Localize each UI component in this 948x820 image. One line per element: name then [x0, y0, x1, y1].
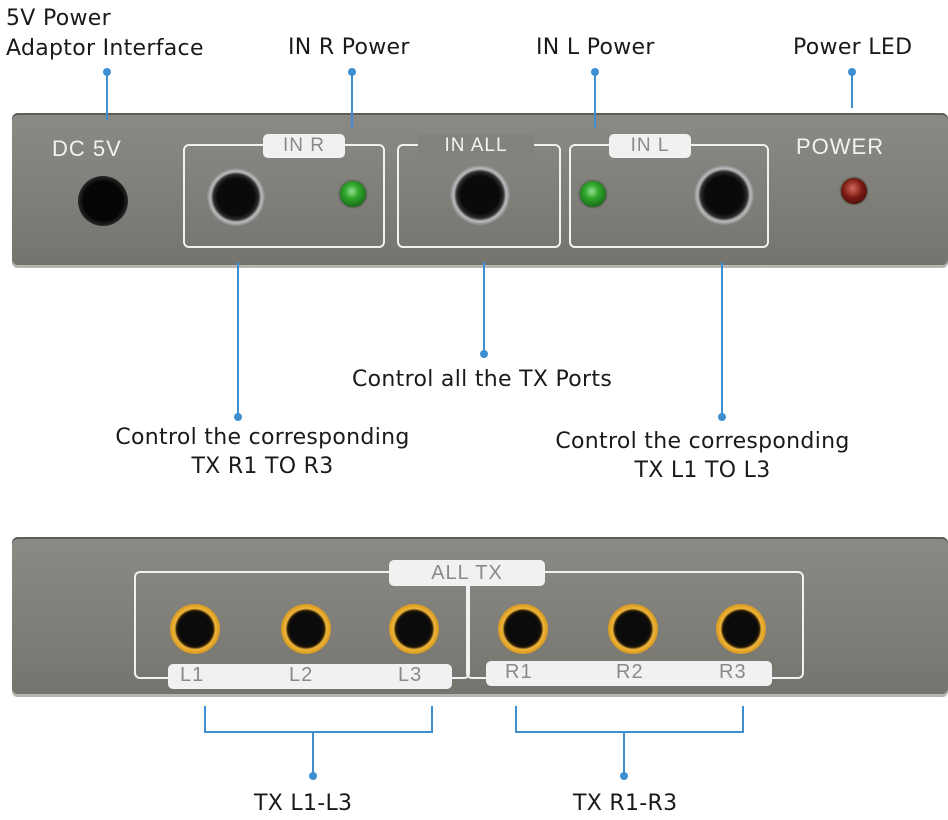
in-r-power-led: [340, 181, 366, 207]
port-r2-label: R2: [616, 661, 644, 683]
port-l2-jack[interactable]: [281, 604, 331, 654]
port-l1-jack[interactable]: [170, 604, 220, 654]
bracket-tx-l: [204, 706, 433, 733]
callout-control-l: Control the corresponding TX L1 TO L3: [555, 429, 850, 483]
in-l-jack[interactable]: [694, 165, 754, 225]
power-label: POWER: [796, 134, 885, 159]
callout-control-r: Control the corresponding TX R1 TO R3: [115, 425, 410, 479]
callout-power-led: Power LED: [793, 35, 913, 60]
callout-control-all: Control all the TX Ports: [352, 367, 613, 392]
port-l2-label: L2: [289, 664, 314, 686]
power-led: [841, 178, 867, 204]
bracket-tx-r: [515, 706, 744, 733]
callout-in-r-power: IN R Power: [288, 35, 410, 60]
callout-tx-l: TX L1-L3: [254, 791, 353, 816]
port-r3-jack[interactable]: [716, 604, 766, 654]
dot-control-all: [480, 350, 488, 358]
in-l-power-led: [580, 181, 606, 207]
callout-in-l-power: IN L Power: [536, 35, 655, 60]
port-r2-jack[interactable]: [608, 604, 658, 654]
port-l1-label: L1: [180, 664, 205, 686]
port-l3-label: L3: [398, 664, 423, 686]
port-r1-jack[interactable]: [498, 604, 548, 654]
in-all-tag: IN ALL: [418, 134, 534, 158]
dc-power-jack[interactable]: [78, 176, 128, 226]
dot-dc-power: [103, 68, 111, 76]
in-r-jack[interactable]: [207, 168, 265, 226]
callout-tx-r: TX R1-R3: [573, 791, 678, 816]
dot-tx-l: [309, 772, 317, 780]
port-l3-jack[interactable]: [389, 604, 439, 654]
port-r1-label: R1: [505, 661, 533, 683]
dot-power-led: [848, 68, 856, 76]
dc-5v-label: DC 5V: [52, 136, 122, 161]
in-r-tag: IN R: [263, 134, 345, 158]
dot-control-l: [718, 413, 726, 421]
dot-in-l-power: [591, 68, 599, 76]
all-tx-tag: ALL TX: [389, 560, 545, 586]
dot-control-r: [234, 413, 242, 421]
right-ports-tag-bar: [486, 661, 772, 686]
callout-dc-power: 5V Power Adaptor Interface: [6, 6, 204, 61]
in-l-tag: IN L: [609, 134, 691, 158]
port-r3-label: R3: [719, 661, 747, 683]
dot-tx-r: [620, 772, 628, 780]
dot-in-r-power: [348, 68, 356, 76]
in-all-jack[interactable]: [450, 165, 510, 225]
left-ports-tag-bar: [168, 664, 452, 689]
